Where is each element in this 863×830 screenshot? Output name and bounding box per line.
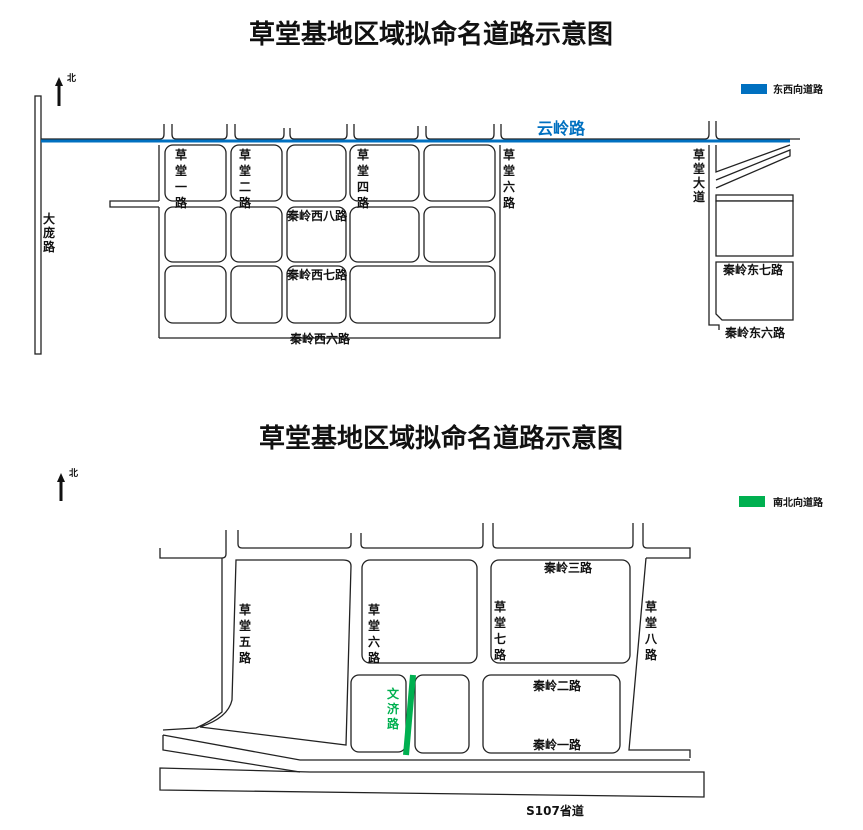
block bbox=[286, 144, 347, 202]
block bbox=[715, 194, 794, 202]
block bbox=[286, 206, 347, 263]
map-1-title: 草堂基地区域拟命名道路示意图 bbox=[249, 19, 613, 50]
svg-text:草堂一路: 草堂一路 bbox=[175, 147, 188, 210]
block bbox=[230, 144, 283, 202]
road-label-qinling-west-7: 秦岭西七路 bbox=[286, 267, 348, 282]
road-label-caotang8: 草堂八路 bbox=[644, 599, 658, 662]
svg-text:草堂二路: 草堂二路 bbox=[239, 147, 252, 210]
road-label-caotang2: 草堂二路 bbox=[239, 147, 252, 210]
svg-text:草堂四路: 草堂四路 bbox=[357, 147, 370, 210]
road-label-qinling-2: 秦岭二路 bbox=[532, 678, 582, 693]
road-label-caotang7: 草堂七路 bbox=[494, 599, 507, 662]
legend-label-north-south: 南北向道路 bbox=[773, 496, 824, 509]
block bbox=[423, 206, 496, 263]
block bbox=[199, 559, 352, 746]
block bbox=[490, 559, 631, 664]
block bbox=[164, 144, 227, 202]
road-s107 bbox=[159, 767, 705, 798]
map-2: 草堂基地区域拟命名道路示意图 北 南北向道路 文济路 草堂五路 草堂六路 bbox=[57, 423, 824, 818]
road-label-caotang5: 草堂五路 bbox=[239, 602, 252, 665]
svg-text:草堂八路: 草堂八路 bbox=[644, 599, 658, 662]
block bbox=[349, 144, 420, 202]
svg-text:草堂六路: 草堂六路 bbox=[368, 602, 381, 665]
block bbox=[164, 265, 227, 324]
block bbox=[230, 265, 283, 324]
road-label-qinling-1: 秦岭一路 bbox=[532, 737, 582, 752]
block bbox=[349, 265, 496, 324]
legend-swatch-north-south bbox=[739, 496, 765, 507]
legend-label-east-west: 东西向道路 bbox=[773, 83, 824, 96]
road-edge bbox=[159, 523, 691, 559]
svg-text:大庞路: 大庞路 bbox=[43, 211, 56, 254]
road-label-caotang6: 草堂六路 bbox=[368, 602, 381, 665]
road-label-s107: S107省道 bbox=[526, 803, 584, 818]
legend-swatch-east-west bbox=[741, 84, 767, 94]
yunling-road-north-edge bbox=[41, 121, 800, 140]
block bbox=[230, 206, 283, 263]
road-edge bbox=[159, 145, 501, 339]
block bbox=[286, 265, 347, 324]
road-edge bbox=[715, 261, 794, 321]
block bbox=[482, 674, 621, 754]
north-label: 北 bbox=[67, 72, 76, 84]
north-label: 北 bbox=[69, 467, 78, 479]
road-label-qinling-east-6: 秦岭东六路 bbox=[724, 325, 786, 340]
svg-text:草堂七路: 草堂七路 bbox=[494, 599, 507, 662]
road-label-qinling-west-8: 秦岭西八路 bbox=[286, 208, 348, 223]
road-dapang-strip bbox=[34, 95, 42, 355]
road-label-caotang6: 草堂六路 bbox=[503, 147, 516, 210]
block bbox=[414, 674, 470, 754]
map-2-title: 草堂基地区域拟命名道路示意图 bbox=[259, 423, 623, 454]
highlighted-road-wenji-label: 文济路 bbox=[387, 686, 400, 731]
highlighted-road-yunling-label: 云岭路 bbox=[537, 119, 586, 138]
block bbox=[350, 674, 407, 753]
north-arrow-icon bbox=[57, 473, 65, 501]
road-edge bbox=[162, 558, 223, 731]
road-label-qinling-east-7: 秦岭东七路 bbox=[722, 262, 784, 277]
road-edge bbox=[708, 145, 720, 330]
road-label-caotang1: 草堂一路 bbox=[175, 147, 188, 210]
svg-text:草堂大道: 草堂大道 bbox=[693, 147, 705, 204]
road-stub bbox=[109, 200, 159, 208]
road-label-qinling-west-6: 秦岭西六路 bbox=[289, 331, 351, 346]
road-edge bbox=[715, 144, 791, 173]
svg-text:草堂五路: 草堂五路 bbox=[239, 602, 252, 665]
road-edge bbox=[162, 734, 690, 773]
highlighted-road-wenji bbox=[403, 674, 416, 756]
svg-text:草堂六路: 草堂六路 bbox=[503, 147, 516, 210]
road-edge bbox=[628, 557, 691, 758]
road-edge bbox=[715, 149, 791, 189]
block bbox=[164, 206, 227, 263]
block bbox=[715, 200, 794, 257]
block bbox=[361, 559, 478, 664]
north-arrow-icon bbox=[55, 77, 63, 106]
road-label-qinling-3: 秦岭三路 bbox=[543, 560, 593, 575]
road-label-caotangdadao: 草堂大道 bbox=[693, 147, 705, 204]
road-label-dapang: 大庞路 bbox=[43, 211, 56, 254]
svg-text:文济路: 文济路 bbox=[387, 686, 400, 731]
block bbox=[423, 144, 496, 202]
block bbox=[349, 206, 420, 263]
road-label-caotang4: 草堂四路 bbox=[357, 147, 370, 210]
map-1: 草堂基地区域拟命名道路示意图 北 东西向道路 bbox=[34, 19, 824, 355]
